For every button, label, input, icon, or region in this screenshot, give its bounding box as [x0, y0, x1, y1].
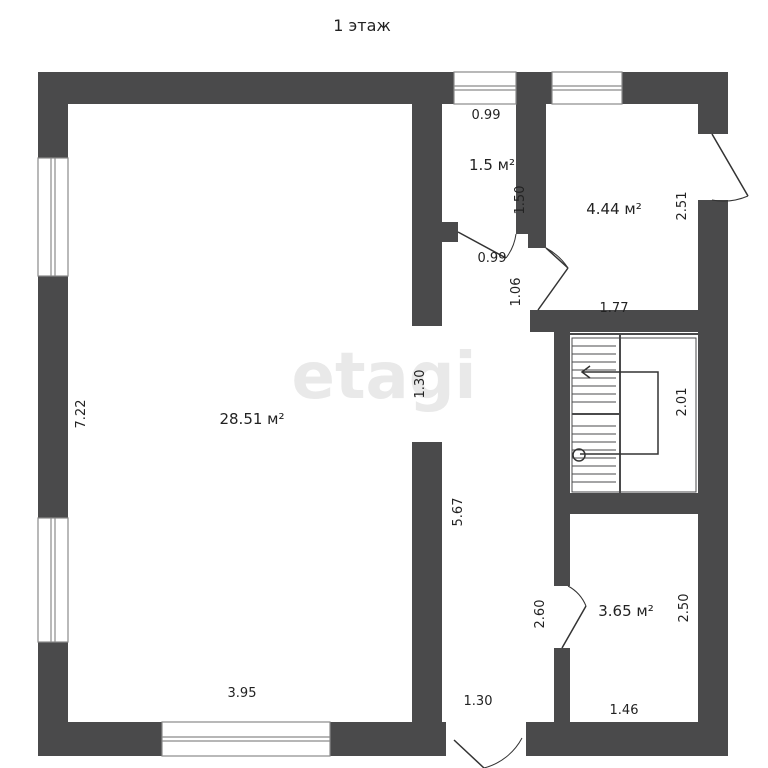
dim-room-bottom-right-left: 2.60 [533, 600, 548, 629]
watermark-logo: etagi [292, 340, 477, 414]
wall-right-upper [698, 72, 728, 134]
dim-room-bottom-right-bottom: 1.46 [610, 703, 639, 718]
window-wc [453, 71, 517, 105]
windows [37, 71, 623, 757]
walls [38, 72, 728, 756]
room-bottom-right-area: 3.65 м² [598, 602, 654, 620]
wall-small-room-lower [554, 648, 570, 724]
wall-living-lower [412, 442, 442, 724]
doors [453, 133, 749, 768]
dim-wc-side: 1.50 [513, 186, 528, 215]
door-small-room [561, 605, 587, 649]
door-entrance [453, 739, 485, 768]
dim-living-height: 7.22 [74, 400, 89, 429]
window-bottom [161, 721, 331, 757]
dim-hall-opening: 1.30 [413, 370, 428, 399]
dim-room-bottom-right-right: 2.50 [677, 594, 692, 623]
wall-room-bottom [530, 310, 728, 332]
door-wc [457, 231, 507, 259]
wall-right-lower [698, 200, 728, 756]
dim-wc-bottom: 0.99 [478, 251, 507, 266]
door-room-top [545, 247, 569, 269]
room-top-right-area: 4.44 м² [586, 200, 642, 218]
wc-area: 1.5 м² [469, 156, 515, 174]
dim-living-width: 3.95 [228, 686, 257, 701]
wall-bottom-right [526, 722, 728, 756]
wall-small-room-upper [554, 494, 570, 586]
wall-living-upper [412, 104, 442, 326]
wall-top [38, 72, 728, 104]
window-left-upper [37, 157, 69, 277]
dim-room-top-right-side: 2.51 [675, 192, 690, 221]
dim-hall-door: 1.06 [509, 278, 524, 307]
door-exterior-right [711, 133, 749, 197]
dim-wc-top: 0.99 [472, 108, 501, 123]
dim-room-top-right-bottom: 1.77 [600, 301, 629, 316]
wall-stair-bottom [554, 494, 728, 514]
wall-stair-left [554, 332, 570, 496]
stair-arrow-icon [580, 365, 591, 379]
dim-hall-length: 5.67 [451, 498, 466, 527]
wall-wc-right [516, 104, 528, 234]
dim-stair-length: 2.01 [675, 388, 690, 417]
floor-title: 1 этаж [333, 16, 391, 35]
window-room-top [551, 71, 623, 105]
living-area: 28.51 м² [219, 410, 284, 428]
window-left-lower [37, 517, 69, 643]
staircase [567, 333, 701, 495]
wall-wc-bottom-stub [442, 222, 458, 242]
stair-direction-line [580, 371, 659, 455]
stair-start-icon [572, 448, 586, 462]
dim-hall-bottom: 1.30 [464, 694, 493, 709]
wall-room-left [528, 104, 546, 248]
